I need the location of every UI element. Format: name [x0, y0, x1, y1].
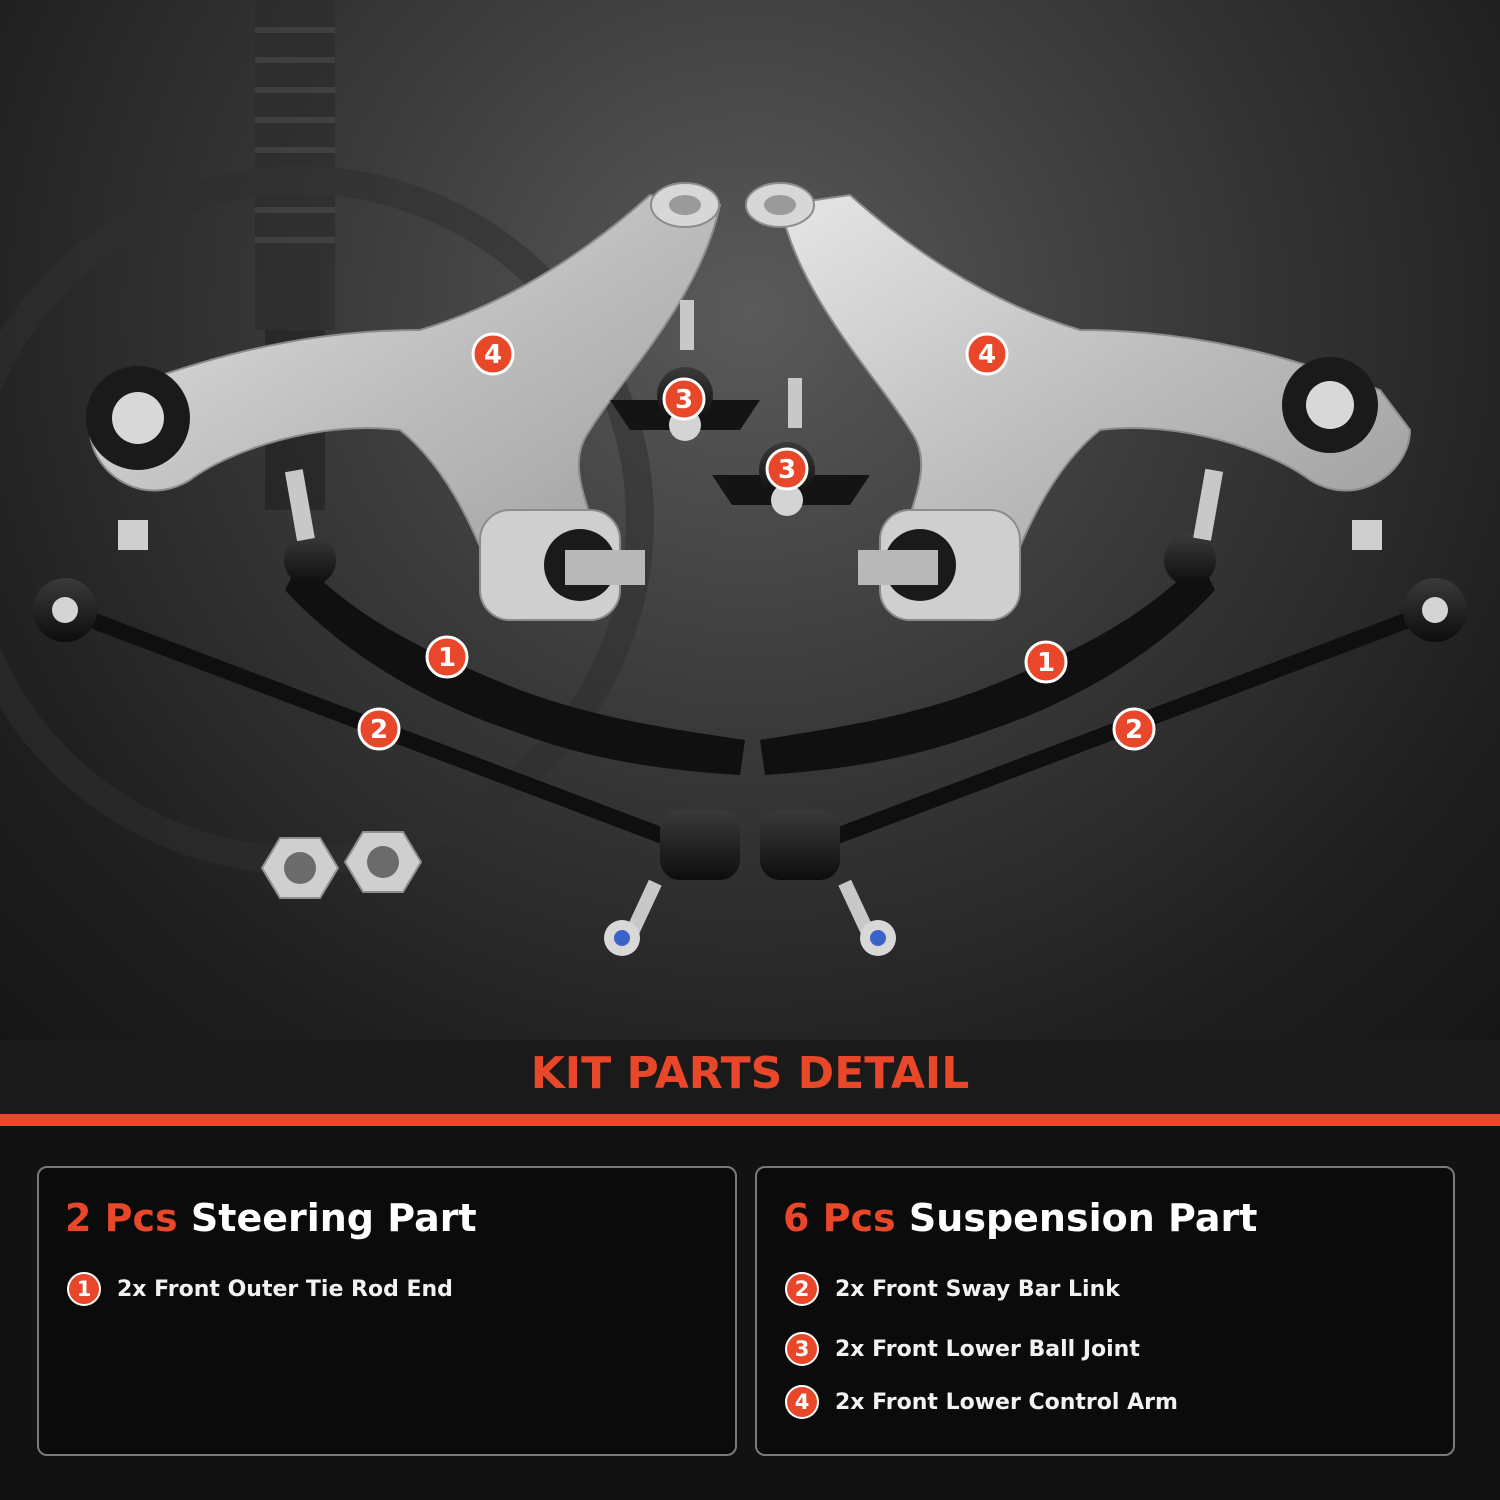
item-text: 2x Front Outer Tie Rod End	[117, 1276, 453, 1302]
divider-bar	[0, 1114, 1500, 1126]
steering-heading: 2 Pcs Steering Part	[65, 1196, 477, 1240]
svg-text:2: 2	[1125, 715, 1143, 745]
item-number-badge: 4	[785, 1385, 819, 1419]
svg-text:2: 2	[370, 715, 388, 745]
steering-panel: 2 Pcs Steering Part 1 2x Front Outer Tie…	[37, 1166, 737, 1456]
callout-badge: 1	[1024, 640, 1068, 684]
item-text: 2x Front Lower Control Arm	[835, 1389, 1178, 1415]
svg-text:4: 4	[978, 340, 996, 370]
control-arm-right	[745, 182, 1412, 621]
item-text: 2x Front Lower Ball Joint	[835, 1336, 1140, 1362]
svg-text:3: 3	[675, 385, 693, 415]
list-item: 1 2x Front Outer Tie Rod End	[67, 1270, 453, 1308]
suspension-panel: 6 Pcs Suspension Part 2 2x Front Sway Ba…	[755, 1166, 1455, 1456]
callout-badge: 2	[357, 707, 401, 751]
suspension-heading: 6 Pcs Suspension Part	[783, 1196, 1257, 1240]
tie-rod-end-right	[760, 468, 1224, 775]
list-item: 2 2x Front Sway Bar Link	[785, 1270, 1120, 1308]
item-number-badge: 3	[785, 1332, 819, 1366]
svg-text:4: 4	[484, 340, 502, 370]
callout-badge: 3	[765, 447, 809, 491]
steering-count: 2 Pcs	[65, 1196, 178, 1240]
list-item: 4 2x Front Lower Control Arm	[785, 1383, 1178, 1421]
suspension-label: Suspension Part	[908, 1196, 1258, 1240]
suspension-count: 6 Pcs	[783, 1196, 896, 1240]
item-text: 2x Front Sway Bar Link	[835, 1276, 1120, 1302]
product-photo: 4 4 3 3 1 1 2 2	[0, 0, 1500, 1040]
svg-text:3: 3	[778, 455, 796, 485]
svg-text:1: 1	[438, 643, 456, 673]
callout-badge: 1	[425, 635, 469, 679]
callout-badge: 3	[662, 377, 706, 421]
callout-badge: 2	[1112, 707, 1156, 751]
svg-text:1: 1	[1037, 648, 1055, 678]
parts-illustration: 4 4 3 3 1 1 2 2	[0, 27, 1467, 956]
steering-label: Steering Part	[190, 1196, 477, 1240]
section-title: KIT PARTS DETAIL	[530, 1048, 970, 1099]
callout-badge: 4	[471, 332, 515, 376]
item-number-badge: 1	[67, 1272, 101, 1306]
hex-nuts	[260, 831, 423, 899]
item-number-badge: 2	[785, 1272, 819, 1306]
list-item: 3 2x Front Lower Ball Joint	[785, 1330, 1140, 1368]
callout-badge: 4	[965, 332, 1009, 376]
ball-joint-lower	[712, 378, 870, 516]
control-arm-left	[86, 182, 722, 621]
tie-rod-end-left	[284, 469, 745, 775]
